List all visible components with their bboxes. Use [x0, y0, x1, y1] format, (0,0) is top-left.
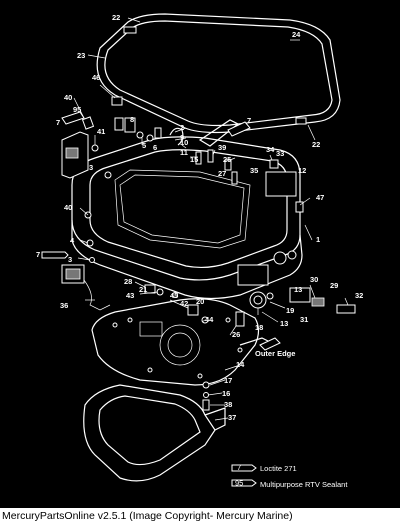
latch-part-7: [61, 131, 89, 179]
label-34: 34: [266, 145, 275, 154]
part-labels: 22 23 24 22 46 40 7 41 3 2 9 10 11 5 6 8…: [56, 13, 363, 422]
legend: 7 Loctite 271 95 Multipurpose RTV Sealan…: [231, 463, 348, 489]
label-8: 8: [130, 115, 134, 124]
label-29: 29: [330, 281, 338, 290]
bottom-cowl-part-1: [71, 136, 303, 300]
label-3b: 3: [68, 255, 72, 264]
label-47: 47: [316, 193, 324, 202]
label-7: 7: [56, 118, 60, 127]
label-25: 25: [223, 155, 231, 164]
label-40b: 40: [64, 203, 72, 212]
copyright-footer: MercuryPartsOnline v2.5.1 (Image Copyrig…: [0, 508, 400, 525]
outer-edge-annotation: Outer Edge: [255, 349, 295, 358]
label-32: 32: [355, 291, 363, 300]
label-27: 27: [218, 169, 226, 178]
label-39: 39: [218, 143, 226, 152]
label-15: 15: [190, 155, 198, 164]
label-22: 22: [112, 13, 120, 22]
label-38: 38: [224, 400, 232, 409]
switch-part-36: [61, 264, 111, 311]
label-3: 3: [89, 163, 93, 172]
label-30: 30: [310, 275, 318, 284]
bottom-plate-part-14: [91, 298, 271, 386]
label-12: 12: [298, 166, 306, 175]
legend-loctite: Loctite 271: [260, 464, 297, 473]
label-9: 9: [180, 133, 184, 142]
callout-badges: 7 7 95: [36, 105, 251, 259]
label-28: 28: [124, 277, 132, 286]
label-44: 44: [205, 315, 214, 324]
label-24: 24: [292, 30, 301, 39]
label-37: 37: [228, 413, 236, 422]
legend-rtv: Multipurpose RTV Sealant: [260, 480, 348, 489]
label-14: 14: [236, 360, 245, 369]
legend-code-7: 7: [237, 463, 241, 472]
label-22b: 22: [312, 140, 320, 149]
legend-code-95: 95: [235, 479, 243, 488]
label-13b: 13: [294, 285, 302, 294]
label-40: 40: [64, 93, 72, 102]
label-23: 23: [77, 51, 85, 60]
label-20: 20: [196, 297, 204, 306]
label-11: 11: [180, 148, 188, 157]
callout-rtv-95: 95: [73, 105, 81, 114]
top-seal-part-24: [96, 13, 341, 134]
label-33: 33: [276, 149, 284, 158]
label-2: 2: [180, 123, 184, 132]
label-35: 35: [250, 166, 258, 175]
label-10: 10: [180, 138, 188, 147]
label-18: 18: [255, 323, 263, 332]
callout-loctite-7-left: 7: [36, 250, 40, 259]
label-46: 46: [92, 73, 100, 82]
label-42: 42: [180, 299, 188, 308]
lower-chap-part-37: [83, 384, 226, 482]
label-36: 36: [60, 301, 68, 310]
label-4: 4: [70, 236, 75, 245]
label-13: 13: [280, 319, 288, 328]
label-5: 5: [142, 141, 146, 150]
label-21: 21: [139, 285, 147, 294]
label-31: 31: [300, 315, 308, 324]
label-41: 41: [97, 127, 105, 136]
label-17: 17: [224, 376, 232, 385]
label-1: 1: [316, 235, 320, 244]
leader-lines: [73, 17, 349, 421]
label-19: 19: [286, 306, 294, 315]
label-26: 26: [232, 330, 240, 339]
label-16: 16: [222, 389, 230, 398]
label-43: 43: [126, 291, 134, 300]
label-45: 45: [170, 291, 178, 300]
label-6: 6: [153, 143, 157, 152]
callout-loctite-7-top: 7: [247, 116, 251, 125]
